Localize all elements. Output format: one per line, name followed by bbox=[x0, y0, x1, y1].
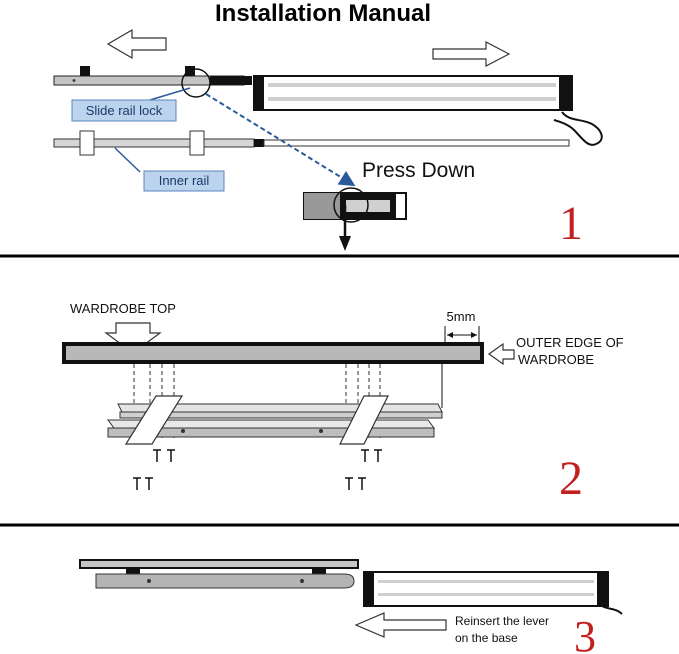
insert-direction-arrow-icon bbox=[354, 612, 447, 638]
lock-zoom-circle bbox=[181, 68, 211, 98]
rail-housing bbox=[253, 75, 603, 146]
slide-rail-assembly bbox=[53, 66, 252, 86]
slide-rail-lock-callout: Slide rail lock bbox=[71, 87, 191, 122]
inner-rail bbox=[53, 130, 570, 156]
left-arrow-icon bbox=[106, 28, 167, 60]
wardrobe-top-board bbox=[62, 342, 484, 364]
outer-edge-arrow-icon bbox=[487, 342, 515, 366]
right-arrow-icon bbox=[432, 41, 511, 67]
press-down-detail bbox=[303, 187, 407, 251]
page-title: Installation Manual bbox=[215, 0, 431, 27]
screw-icons bbox=[133, 449, 382, 490]
step-3-panel: Reinsert the lever on the base 3 bbox=[79, 559, 623, 654]
step-3-number: 3 bbox=[574, 612, 596, 654]
step-2-number: 2 bbox=[559, 452, 583, 505]
press-down-label: Press Down bbox=[362, 159, 475, 182]
outer-edge-label-line1: OUTER EDGE OF bbox=[516, 335, 624, 350]
slide-rail-lock-label: Slide rail lock bbox=[86, 103, 163, 118]
lower-sliding-rail bbox=[95, 573, 355, 589]
bracket-left bbox=[124, 395, 184, 445]
outer-edge-label-line2: WARDROBE bbox=[518, 352, 594, 367]
gap-dimension-marker bbox=[444, 326, 480, 344]
gap-dimension-label: 5mm bbox=[447, 309, 476, 324]
zoom-pointer bbox=[205, 93, 356, 187]
wardrobe-top-label: WARDROBE TOP bbox=[70, 301, 176, 316]
step-1-number: 1 bbox=[559, 197, 583, 250]
top-rail bbox=[79, 559, 359, 569]
rail-housing-step3 bbox=[363, 571, 623, 615]
inner-rail-callout: Inner rail bbox=[114, 147, 225, 192]
reinsert-label-line1: Reinsert the lever bbox=[455, 614, 549, 628]
step-1-panel: Slide rail lock Inner rail Press Down bbox=[53, 28, 603, 251]
inner-rail-label: Inner rail bbox=[159, 173, 210, 188]
reinsert-label-line2: on the base bbox=[455, 631, 518, 645]
step-2-panel: WARDROBE TOP 5mm OUTER EDGE OF WARDROBE bbox=[62, 301, 624, 505]
bracket-right bbox=[339, 395, 389, 445]
